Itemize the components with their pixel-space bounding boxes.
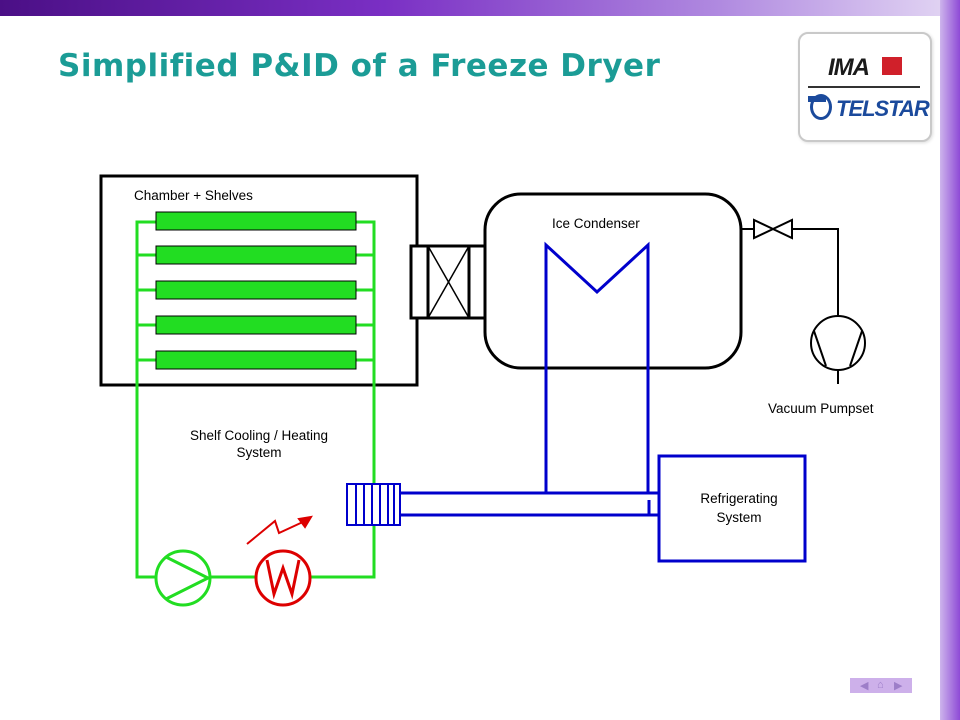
circulation-pump-icon	[154, 549, 212, 607]
chamber-label: Chamber + Shelves	[134, 188, 253, 203]
condenser-label: Ice Condenser	[552, 216, 640, 231]
logo-ima-flag	[882, 57, 902, 75]
logo-telstar-mark-bar	[808, 96, 826, 102]
shelf-system-label-line1: Shelf Cooling / Heating	[190, 428, 328, 443]
shelf	[155, 280, 357, 300]
shelf-loop	[135, 220, 376, 579]
refrigerant-lines	[400, 241, 659, 517]
shelf	[155, 245, 357, 265]
prev-slide-icon[interactable]: ◀	[860, 680, 869, 692]
vacuum-valve-icon	[753, 218, 793, 240]
home-slide-icon[interactable]: ⌂	[877, 679, 884, 691]
top-decor-bar	[0, 0, 960, 16]
logo-telstar-mark	[810, 94, 832, 120]
heat-exchanger	[346, 483, 401, 526]
refrig-label-line1: Refrigerating	[700, 491, 777, 506]
refrig-label-line2: System	[716, 510, 761, 525]
refrigerating-system-box	[657, 454, 807, 563]
logo-divider	[808, 86, 920, 88]
heat-arrow-icon	[246, 515, 313, 545]
heater-icon	[254, 549, 312, 607]
slide-title: Simplified P&ID of a Freeze Dryer	[58, 48, 661, 84]
logo-telstar-text: TELSTAR	[836, 96, 930, 121]
next-slide-icon[interactable]: ▶	[894, 680, 903, 692]
condenser-vessel	[483, 192, 743, 370]
shelf	[155, 350, 357, 370]
pump-label: Vacuum Pumpset	[768, 401, 874, 416]
shelf	[155, 315, 357, 335]
company-logo: IMA TELSTAR	[798, 32, 932, 142]
slide-navigation: ◀ ⌂ ▶	[850, 678, 912, 693]
shelves	[155, 211, 357, 370]
shelf	[155, 211, 357, 231]
condenser-coil	[544, 241, 650, 493]
isolation-valve	[409, 244, 488, 320]
vacuum-pump-icon	[810, 315, 866, 371]
right-decor-bar	[940, 0, 960, 720]
shelf-system-label-line2: System	[236, 445, 281, 460]
logo-ima-text: IMA	[828, 54, 870, 81]
